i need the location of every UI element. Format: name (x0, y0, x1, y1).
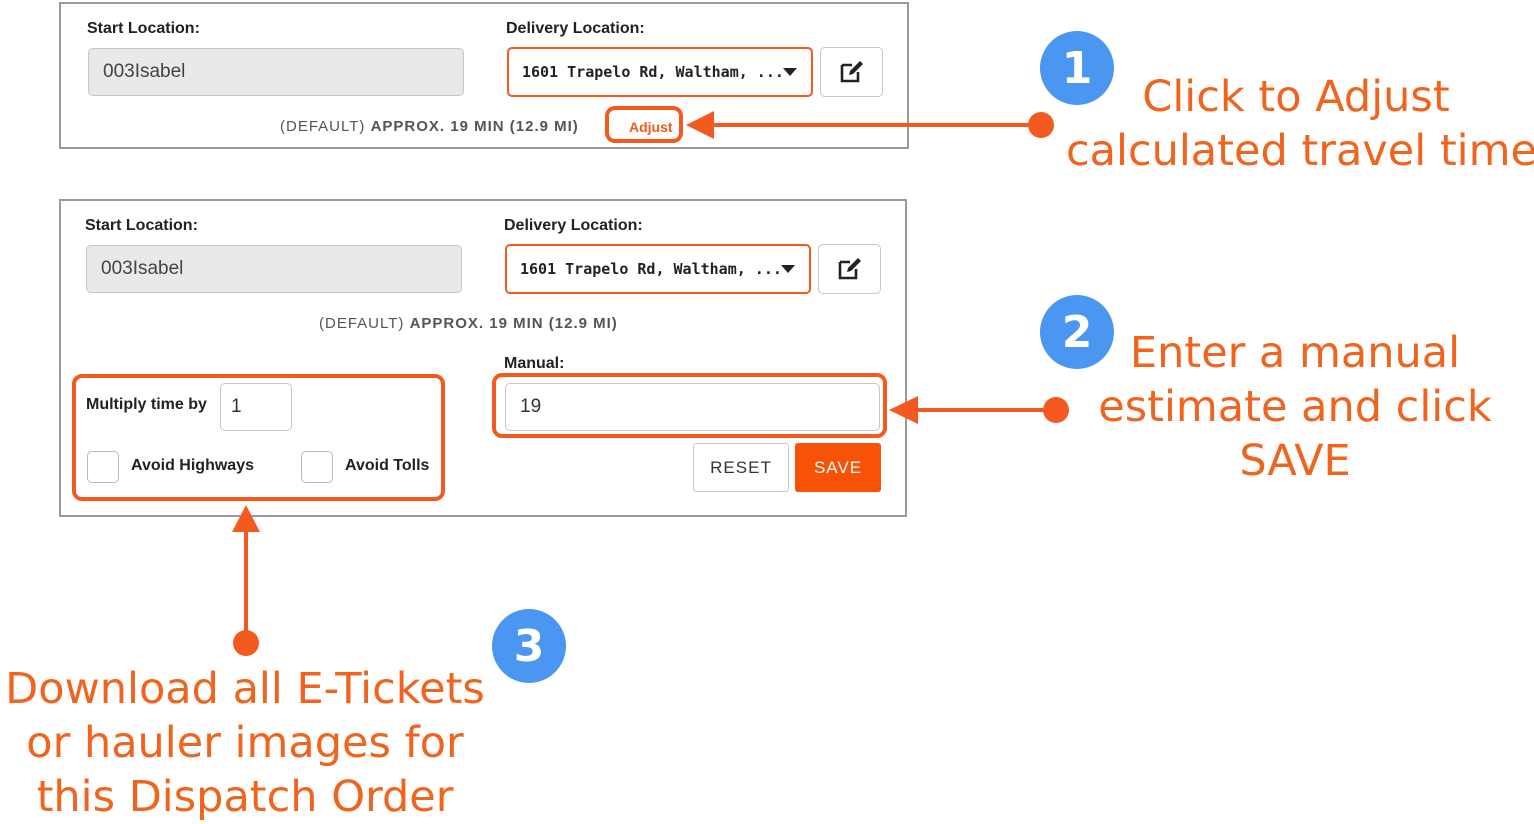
delivery-location-value: 1601 Trapelo Rd, Waltham, ... (520, 260, 782, 278)
start-location-value: 003Isabel (101, 258, 184, 279)
options-highlight (72, 374, 445, 501)
estimate-default-prefix: (DEFAULT) (280, 118, 366, 135)
manual-estimate-input[interactable]: 19 (505, 383, 880, 431)
delivery-location-select[interactable]: 1601 Trapelo Rd, Waltham, ... (507, 47, 813, 97)
edit-icon (840, 61, 863, 83)
route-panel-adjust: Start Location: 003Isabel Delivery Locat… (59, 199, 907, 517)
arrow-3-dot (233, 630, 259, 656)
estimate-text: APPROX. 19 MIN (12.9 MI) (409, 315, 618, 332)
reset-button[interactable]: RESET (693, 443, 789, 492)
step-2-line-2: estimate and click (1098, 382, 1492, 432)
adjust-highlight (605, 106, 683, 143)
arrow-2-dot (1043, 397, 1069, 423)
start-location-field: 003Isabel (86, 245, 462, 293)
arrow-2-head (889, 396, 918, 424)
travel-estimate: (DEFAULT) APPROX. 19 MIN (12.9 MI) (319, 315, 618, 332)
travel-estimate: (DEFAULT) APPROX. 19 MIN (12.9 MI) (280, 118, 579, 135)
estimate-text: APPROX. 19 MIN (12.9 MI) (370, 118, 579, 135)
start-location-label: Start Location: (85, 217, 198, 234)
delivery-location-label: Delivery Location: (506, 20, 645, 37)
step-3-badge: 3 (492, 609, 566, 683)
start-location-value: 003Isabel (103, 61, 186, 82)
step-2-line-3: SAVE (1239, 436, 1351, 486)
step-3-caption: Download all E-Tickets or hauler images … (2, 662, 488, 824)
route-panel-default: Start Location: 003Isabel Delivery Locat… (59, 2, 909, 149)
delivery-location-select[interactable]: 1601 Trapelo Rd, Waltham, ... (505, 244, 811, 294)
step-2-caption: Enter a manual estimate and click SAVE (1080, 326, 1510, 488)
delivery-location-value: 1601 Trapelo Rd, Waltham, ... (522, 63, 784, 81)
step-1-caption: Click to Adjust calculated travel time (1066, 70, 1534, 178)
multiply-time-input[interactable]: 1 (220, 383, 292, 431)
step-1-line-2: calculated travel time (1066, 126, 1534, 176)
multiply-time-label: Multiply time by (86, 396, 207, 413)
manual-label: Manual: (504, 355, 565, 372)
caret-down-icon (781, 265, 795, 273)
step-2-line-1: Enter a manual (1129, 328, 1461, 378)
step-3-line-1: Download all E-Tickets (5, 664, 485, 714)
step-1-badge: 1 (1040, 31, 1114, 105)
avoid-highways-checkbox[interactable] (87, 451, 119, 483)
arrow-3-head (232, 505, 260, 532)
manual-highlight (492, 373, 887, 438)
avoid-tolls-label: Avoid Tolls (345, 457, 430, 474)
avoid-tolls-checkbox[interactable] (301, 451, 333, 483)
step-3-line-3: this Dispatch Order (36, 772, 454, 822)
multiply-time-value: 1 (231, 396, 242, 417)
arrow-1-dot (1028, 112, 1054, 138)
edit-location-button[interactable] (820, 47, 883, 97)
start-location-label: Start Location: (87, 20, 200, 37)
delivery-location-label: Delivery Location: (504, 217, 643, 234)
edit-icon (838, 258, 861, 280)
arrow-1-head (686, 111, 714, 139)
save-button[interactable]: SAVE (795, 443, 881, 492)
estimate-default-prefix: (DEFAULT) (319, 315, 405, 332)
adjust-link[interactable]: Adjust (629, 119, 673, 135)
start-location-field: 003Isabel (88, 48, 464, 96)
step-3-line-2: or hauler images for (26, 718, 464, 768)
edit-location-button[interactable] (818, 244, 881, 294)
caret-down-icon (783, 68, 797, 76)
step-1-line-1: Click to Adjust (1142, 72, 1450, 122)
manual-estimate-value: 19 (520, 396, 542, 417)
step-2-badge: 2 (1040, 295, 1114, 369)
avoid-highways-label: Avoid Highways (131, 457, 254, 474)
